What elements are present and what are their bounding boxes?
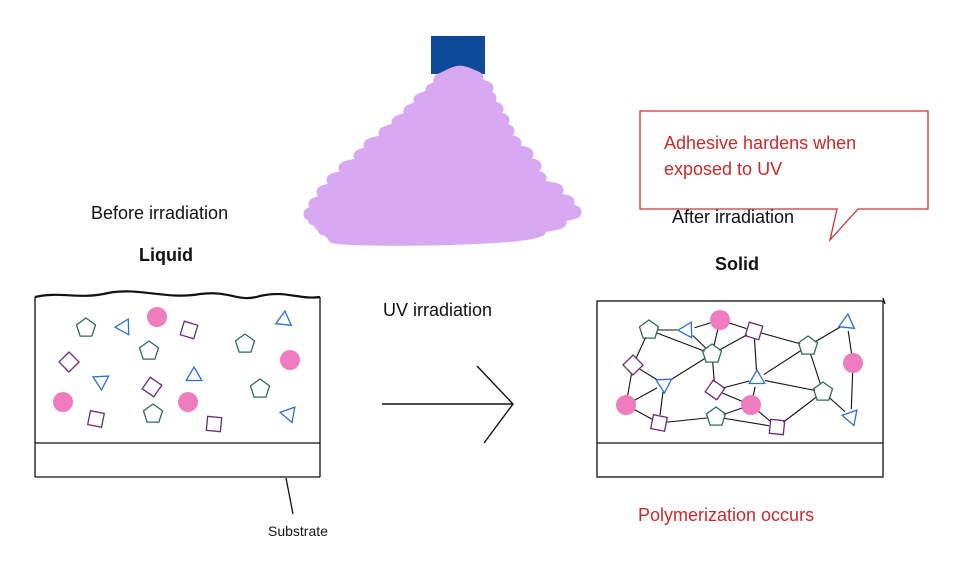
monomer-square bbox=[622, 354, 644, 376]
monomer-square bbox=[86, 409, 106, 429]
liquid-molecules bbox=[53, 307, 300, 433]
polymerization-label: Polymerization occurs bbox=[638, 505, 815, 525]
monomer-circle bbox=[710, 310, 730, 330]
monomer-square bbox=[179, 320, 199, 340]
monomer-triangle bbox=[113, 317, 130, 336]
monomer-circle bbox=[178, 392, 198, 412]
uv-light-stroke bbox=[323, 217, 547, 246]
monomer-triangle bbox=[91, 375, 110, 392]
monomer-triangle bbox=[278, 406, 296, 424]
monomer-triangle bbox=[185, 365, 203, 382]
monomer-square bbox=[704, 379, 726, 401]
monomer-triangle bbox=[654, 378, 673, 395]
solid-molecules bbox=[616, 310, 863, 436]
monomer-square bbox=[141, 376, 163, 398]
monomer-square bbox=[768, 418, 786, 436]
monomer-triangle bbox=[274, 309, 293, 327]
liquid-container bbox=[34, 290, 321, 515]
node-backing bbox=[707, 382, 723, 398]
callout-bubble bbox=[639, 110, 929, 243]
substrate-label: Substrate bbox=[268, 523, 328, 539]
monomer-pentagon bbox=[797, 335, 819, 355]
network-bond bbox=[648, 329, 713, 355]
monomer-square bbox=[205, 415, 223, 433]
before-irradiation-label: Before irradiation bbox=[91, 203, 229, 223]
monomer-circle bbox=[280, 350, 300, 370]
monomer-pentagon bbox=[638, 319, 660, 339]
node-backing bbox=[708, 409, 724, 425]
monomer-pentagon bbox=[234, 333, 256, 353]
monomer-triangle bbox=[837, 312, 856, 330]
node-backing bbox=[746, 323, 762, 339]
monomer-circle bbox=[616, 395, 636, 415]
network-bond bbox=[658, 416, 717, 424]
monomer-pentagon bbox=[249, 378, 271, 398]
uv-irradiation-label: UV irradiation bbox=[383, 300, 493, 320]
network-bond bbox=[756, 378, 824, 393]
solid-container bbox=[596, 297, 886, 478]
monomer-triangle bbox=[676, 320, 693, 339]
monomer-pentagon bbox=[138, 340, 160, 360]
solid-label: Solid bbox=[715, 254, 759, 274]
callout-text: Adhesive hardens when exposed to UV bbox=[664, 133, 857, 179]
monomer-square bbox=[649, 413, 669, 433]
node-backing bbox=[641, 322, 657, 338]
node-backing bbox=[769, 419, 785, 435]
node-backing bbox=[815, 384, 831, 400]
network-bond bbox=[756, 345, 809, 380]
monomer-pentagon bbox=[75, 317, 97, 337]
monomer-pentagon bbox=[701, 343, 723, 363]
monomer-circle bbox=[147, 307, 167, 327]
monomer-pentagon bbox=[812, 381, 834, 401]
monomer-circle bbox=[843, 353, 863, 373]
node-backing bbox=[800, 338, 816, 354]
right-arrow-icon bbox=[382, 365, 514, 444]
monomer-triangle bbox=[840, 409, 858, 427]
node-backing bbox=[625, 357, 641, 373]
network-bond bbox=[753, 330, 809, 347]
substrate-pointer bbox=[285, 477, 294, 515]
uv-light-cone bbox=[303, 65, 582, 246]
liquid-label: Liquid bbox=[139, 245, 193, 265]
node-backing bbox=[651, 415, 667, 431]
monomer-pentagon bbox=[142, 403, 164, 423]
liquid-surface bbox=[34, 290, 321, 300]
monomer-triangle bbox=[748, 368, 766, 385]
monomer-circle bbox=[53, 392, 73, 412]
monomer-square bbox=[744, 321, 764, 341]
monomer-pentagon bbox=[705, 406, 727, 426]
polymer-network-bonds bbox=[625, 319, 854, 428]
after-irradiation-label: After irradiation bbox=[672, 207, 795, 227]
monomer-square bbox=[58, 351, 80, 373]
monomer-circle bbox=[741, 395, 761, 415]
network-bond bbox=[715, 416, 778, 428]
node-backing bbox=[704, 346, 720, 362]
